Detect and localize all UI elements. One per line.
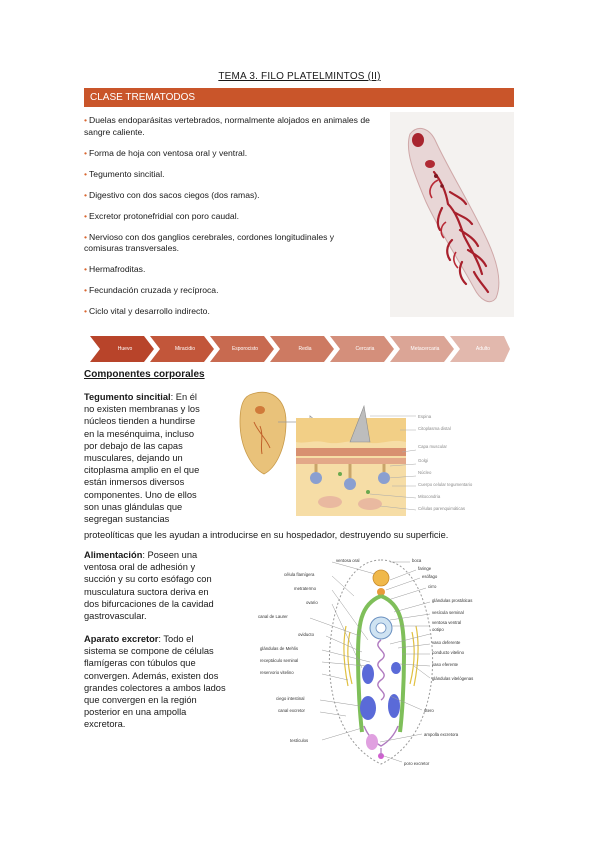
life-cycle-step: Esporocisto	[231, 346, 259, 352]
anatomy-label: conducto vitelino	[432, 650, 465, 655]
tegument-label: Espina	[418, 414, 432, 419]
life-cycle-step: Redia	[298, 346, 312, 352]
anatomy-label: glándulas de Mehlis	[260, 646, 298, 651]
anatomy-label: vesícula seminal	[432, 610, 464, 615]
anatomy-label: ventosa oral	[336, 558, 359, 563]
anatomy-label: canal de Laurer	[258, 614, 288, 619]
list-item: •Excretor protonefridial con poro caudal…	[84, 210, 240, 221]
list-item: •Nervioso con dos ganglios cerebrales, c…	[84, 231, 335, 254]
bullet-icon: •	[84, 115, 88, 125]
tegument-figure: Espina Citoplasma distal Capa muscular G…	[230, 382, 520, 520]
list-item: •Tegumento sincitial.	[84, 168, 165, 179]
anatomy-label: metratermo	[294, 586, 317, 591]
tegumento-term: Tegumento sincitial	[84, 392, 171, 402]
bullet-icon: •	[84, 210, 88, 221]
anatomy-label: testículos	[290, 738, 308, 743]
anatomy-label: cirro	[428, 584, 437, 589]
anatomy-label: poro excretor	[404, 761, 430, 766]
list-item: •Fecundación cruzada y recíproca.	[84, 285, 219, 295]
anatomy-label: vaso deferente	[432, 640, 461, 645]
tegument-label: Células parenquimáticas	[418, 506, 465, 511]
anatomy-label: ovario	[306, 600, 318, 605]
alimentacion-term: Alimentación	[84, 550, 143, 560]
tegument-label: Citoplasma distal	[418, 426, 451, 431]
bullet-icon: •	[84, 189, 88, 200]
tegument-label: Golgi	[418, 458, 428, 463]
anatomy-label: útero	[424, 708, 434, 713]
anatomy-label: esófago	[422, 574, 438, 579]
life-cycle-step: Metacercaria	[410, 346, 440, 352]
anatomy-label: vaso eferente	[432, 662, 459, 667]
section-header: CLASE TREMATODOS	[84, 88, 514, 107]
life-cycle-step: Huevo	[117, 346, 133, 352]
tegument-label: Núcleo	[418, 470, 432, 475]
list-item: •Ciclo vital y desarrollo indirecto.	[84, 306, 210, 316]
bullet-icon: •	[84, 285, 88, 295]
tegument-label: Mitocondria	[418, 494, 441, 499]
alimentacion-paragraph: Alimentación: Poseen una ventosa oral de…	[84, 550, 214, 622]
features-list: •Duelas endoparásitas vertebrados, norma…	[84, 115, 374, 327]
bullet-icon: •	[84, 168, 88, 179]
tegument-label: Capa muscular	[418, 444, 447, 449]
anatomy-label: faringe	[418, 566, 432, 571]
excretor-paragraph: Aparato excretor: Todo el sistema se com…	[84, 634, 226, 730]
list-item: •Hermafroditas.	[84, 264, 146, 274]
tegumento-paragraph-tail: proteolíticas que les ayudan a introduci…	[84, 530, 449, 540]
bullet-icon: •	[84, 306, 88, 316]
anatomy-diagram: ventosa oral célula flamígera metratermo…	[250, 556, 512, 770]
list-item: •Forma de hoja con ventosa oral y ventra…	[84, 147, 248, 158]
bullet-icon: •	[84, 147, 88, 158]
life-cycle-step: Cercaria	[355, 346, 375, 352]
excretor-term: Aparato excretor	[84, 634, 159, 644]
anatomy-label: ciego intestinal	[276, 696, 304, 701]
anatomy-label: oviducto	[298, 632, 315, 637]
fluke-photo	[390, 112, 514, 317]
anatomy-label: reservorio vitelino	[260, 670, 294, 675]
anatomy-label: ampolla excretora	[424, 732, 459, 737]
page-title: TEMA 3. FILO PLATELMINTOS (II)	[218, 71, 381, 82]
life-cycle-step: Miracidio	[174, 346, 195, 352]
anatomy-label: receptáculo seminal	[260, 658, 298, 663]
anatomy-label: glándulas prostáticas	[432, 598, 472, 603]
anatomy-label: célula flamígera	[284, 572, 315, 577]
anatomy-label: ventosa ventral	[432, 620, 461, 625]
anatomy-label: boca	[412, 558, 422, 563]
life-cycle-step: Adulto	[475, 346, 491, 352]
tegumento-paragraph: Tegumento sincitial: En él no existen me…	[84, 392, 200, 525]
tegument-label: Cuerpo celular tegumentario	[418, 482, 473, 487]
anatomy-label: glándulas vitelógenas	[432, 676, 473, 681]
bullet-icon: •	[84, 231, 88, 242]
list-item: •Duelas endoparásitas vertebrados, norma…	[84, 115, 370, 137]
anatomy-label: canal excretor	[278, 708, 306, 713]
list-item: •Digestivo con dos sacos ciegos (dos ram…	[84, 189, 260, 200]
anatomy-label: ootipo	[432, 627, 444, 632]
life-cycle-flow: Huevo Miracidio Esporocisto Redia Cercar…	[90, 336, 510, 362]
bullet-icon: •	[84, 264, 88, 274]
components-heading: Componentes corporales	[84, 369, 205, 380]
